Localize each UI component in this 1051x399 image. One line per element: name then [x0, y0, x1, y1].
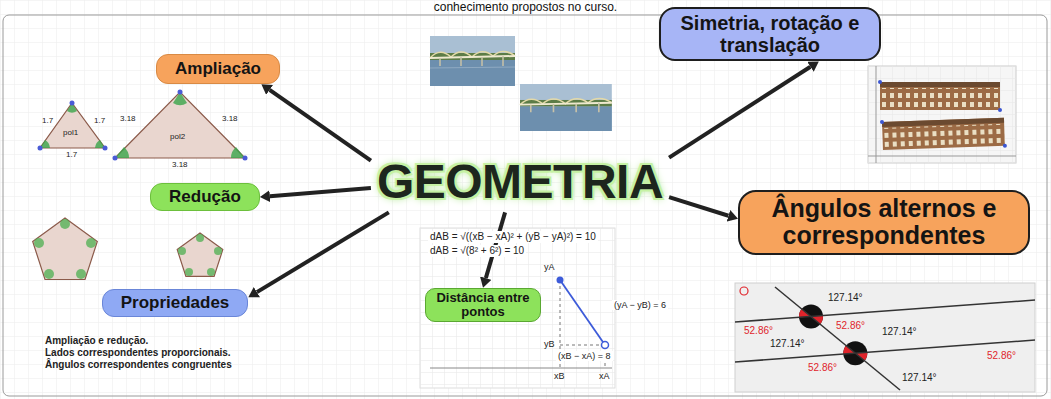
bridge-photo — [430, 36, 515, 86]
angle-value: 127.14° — [880, 326, 919, 338]
polygon-name: pol2 — [170, 132, 185, 141]
arrow-connector — [669, 197, 728, 216]
note-line: Ângulos correspondentes congruentes — [45, 359, 232, 371]
topic-box: Ângulos alternos e correspondentes — [738, 190, 1030, 255]
central-title: GEOMETRIA — [371, 152, 669, 213]
angle-figure — [735, 283, 1035, 392]
angle-value: 52.86° — [834, 320, 867, 332]
axis-label: yA — [544, 262, 555, 272]
distance-graph — [420, 228, 615, 388]
box-text: Redução — [169, 187, 241, 207]
side-length: 1.7 — [42, 116, 53, 125]
title-text: GEOMETRIA — [377, 156, 663, 209]
arrow-connector — [270, 90, 371, 161]
angle-value: 52.86° — [985, 350, 1018, 362]
topic-box: Propriedades — [102, 289, 249, 317]
leg-length: (xB − xA) = 8 — [556, 351, 613, 361]
note-line: Lados correspondentes proporcionais. — [45, 347, 231, 359]
formula: dAB = √(8² + 6²) = 10 — [428, 245, 526, 257]
caption: conhecimento propostos no curso. — [0, 0, 1051, 14]
note-line: Ampliação e redução. — [45, 335, 148, 347]
box-text: Ângulos alternos e correspondentes — [748, 195, 1020, 250]
topic-box: Redução — [150, 183, 260, 211]
topic-box: Simetria, rotação e translação — [659, 7, 881, 62]
axis-label: yB — [544, 339, 555, 349]
triangle-figure — [38, 90, 248, 161]
box-text: Propriedades — [121, 293, 230, 313]
arrow-connector — [257, 212, 389, 292]
formula: dAB = √((xB − xA)² + (yB − yA)²) = 10 — [428, 231, 598, 243]
angle-value: 127.14° — [900, 372, 939, 384]
building-plot — [868, 66, 1016, 163]
arrow-connector — [669, 67, 810, 158]
side-length: 3.18 — [172, 160, 188, 169]
side-length: 3.18 — [222, 114, 238, 123]
side-length: 1.7 — [66, 150, 77, 159]
pentagon-figure — [33, 218, 223, 280]
axis-label: xB — [554, 371, 565, 381]
bridge-photo — [520, 84, 612, 131]
angle-value: 52.86° — [742, 325, 775, 337]
axis-label: xA — [599, 371, 610, 381]
leg-length: (yA − yB) = 6 — [612, 300, 668, 310]
topic-box: Ampliação — [156, 54, 280, 84]
angle-value: 52.86° — [806, 362, 839, 374]
polygon-name: pol1 — [63, 128, 78, 137]
topic-box: Distância entre pontos — [425, 288, 541, 323]
side-length: 3.18 — [120, 114, 136, 123]
box-text: Simetria, rotação e translação — [669, 12, 871, 57]
box-text: Ampliação — [175, 59, 261, 79]
box-text: Distância entre pontos — [432, 291, 534, 320]
side-length: 1.7 — [94, 116, 105, 125]
angle-value: 127.14° — [768, 338, 807, 350]
angle-value: 127.14° — [826, 292, 865, 304]
arrow-connector — [270, 188, 371, 196]
